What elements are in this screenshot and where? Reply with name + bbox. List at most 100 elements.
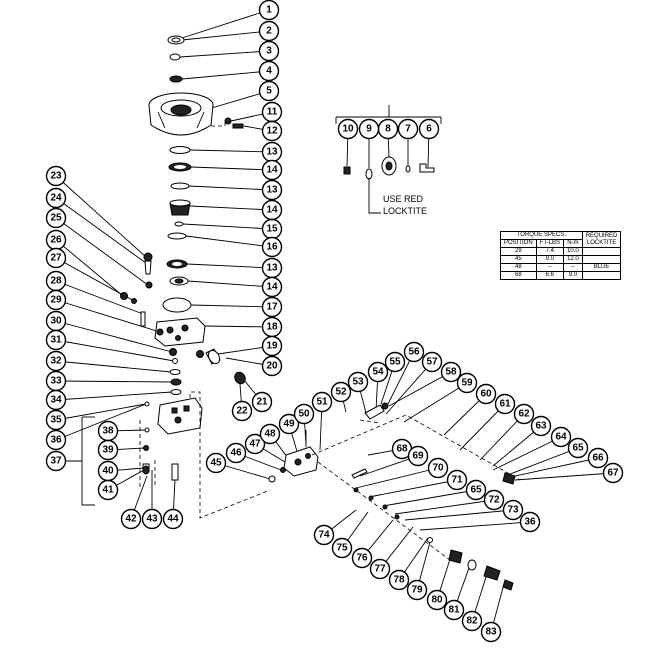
- callout-number: 25: [50, 213, 62, 224]
- callout-37: 37: [45, 450, 67, 472]
- callout-69: 69: [407, 445, 429, 467]
- callout-number: 58: [445, 367, 457, 378]
- callout-5: 5: [258, 80, 280, 102]
- callout-number: 79: [411, 585, 423, 596]
- callout-number: 31: [50, 335, 62, 346]
- callout-number: 67: [607, 468, 619, 479]
- callout-circle: [406, 579, 428, 601]
- valve-parts-39-42: [142, 427, 179, 481]
- callout-circle: [45, 165, 67, 187]
- callout-58: 58: [440, 361, 462, 383]
- callout-circle: [567, 437, 589, 459]
- callout-59: 59: [456, 372, 478, 394]
- callout-number: 18: [266, 322, 278, 333]
- torque-specs-table: TORQUE SPECS. REQUIRED LOCKTITE POSITION…: [500, 231, 622, 280]
- table-row: 68 6.6 9.0: [500, 271, 622, 280]
- leader-line: [55, 239, 124, 297]
- callout-number: 53: [352, 377, 364, 388]
- callout-21: 21: [251, 391, 273, 413]
- torque-table-header-position: POSITION: [500, 239, 537, 248]
- callout-number: 35: [50, 415, 62, 426]
- callout-74: 74: [313, 524, 335, 546]
- leader-line: [204, 325, 273, 328]
- callout-18: 18: [261, 316, 283, 338]
- callout-22: 22: [231, 400, 253, 422]
- callout-number: 47: [249, 439, 261, 450]
- callout-56: 56: [403, 341, 425, 363]
- callout-39: 39: [97, 439, 119, 461]
- callout-45: 45: [205, 452, 227, 474]
- callout-circle: [427, 457, 449, 479]
- callout-number: 68: [396, 444, 408, 455]
- callout-circle: [97, 439, 119, 461]
- callout-number: 14: [266, 165, 278, 176]
- callout-circle: [519, 511, 541, 533]
- callout-circle: [258, 40, 280, 62]
- torque-table-title: TORQUE SPECS.: [500, 231, 583, 240]
- callout-number: 77: [374, 564, 386, 575]
- callout-circle: [456, 372, 478, 394]
- callout-circle: [384, 351, 406, 373]
- callout-number: 32: [50, 356, 62, 367]
- callout-circle: [45, 329, 67, 351]
- leader-line: [514, 472, 614, 481]
- callout-26: 26: [45, 229, 67, 251]
- outlet-parts-20-23: [196, 348, 246, 385]
- leader-line: [182, 223, 273, 230]
- leader-line: [186, 263, 273, 269]
- callout-33: 33: [45, 370, 67, 392]
- callout-number: 40: [102, 466, 114, 477]
- note-line-2: LOCKTITE: [383, 206, 427, 216]
- callout-number: 46: [230, 448, 242, 459]
- leader-line: [394, 499, 495, 515]
- callout-circle: [313, 524, 335, 546]
- callout-circle: [261, 335, 283, 357]
- callout-number: 29: [50, 295, 62, 306]
- callout-number: 51: [316, 397, 328, 408]
- screws-11-12: [211, 117, 244, 129]
- callout-79: 79: [406, 579, 428, 601]
- callout-35: 35: [45, 409, 67, 431]
- callout-72: 72: [483, 489, 505, 511]
- callout-number: 37: [50, 456, 62, 467]
- callout-73: 73: [502, 499, 524, 521]
- callout-32: 32: [45, 350, 67, 372]
- callout-20: 20: [261, 355, 283, 377]
- leader-line: [55, 197, 151, 267]
- callout-circle: [530, 415, 552, 437]
- callout-number: 57: [426, 357, 438, 368]
- callout-circle: [443, 599, 465, 621]
- callout-number: 78: [393, 575, 405, 586]
- callout-circle: [231, 400, 253, 422]
- callout-number: 2: [266, 26, 272, 37]
- callout-number: 38: [102, 426, 114, 437]
- callout-number: 44: [167, 514, 179, 525]
- callout-number: 80: [431, 595, 443, 606]
- callout-circle: [465, 479, 487, 501]
- callout-19: 19: [261, 335, 283, 357]
- callout-number: 1: [266, 5, 272, 16]
- callout-circle: [45, 207, 67, 229]
- callout-82: 82: [461, 610, 483, 632]
- callout-circle: [141, 508, 163, 530]
- callout-6: 6: [418, 118, 440, 140]
- callout-number: 43: [146, 514, 158, 525]
- callout-43: 43: [141, 508, 163, 530]
- leader-line: [55, 299, 161, 333]
- leader-line: [204, 90, 270, 111]
- callout-61: 61: [494, 393, 516, 415]
- callout-number: 50: [298, 409, 310, 420]
- leader-line: [190, 166, 273, 171]
- callout-circle: [45, 429, 67, 451]
- leader-line: [55, 280, 144, 315]
- callout-62: 62: [513, 403, 535, 425]
- callout-number: 8: [385, 124, 391, 135]
- callout-25: 25: [45, 207, 67, 229]
- callout-circle: [45, 247, 67, 269]
- leader-line: [189, 205, 273, 211]
- callout-number: 72: [488, 495, 500, 506]
- callout-13: 13: [261, 179, 283, 201]
- callout-42: 42: [120, 508, 142, 530]
- callout-number: 60: [480, 389, 492, 400]
- callout-circle: [440, 361, 462, 383]
